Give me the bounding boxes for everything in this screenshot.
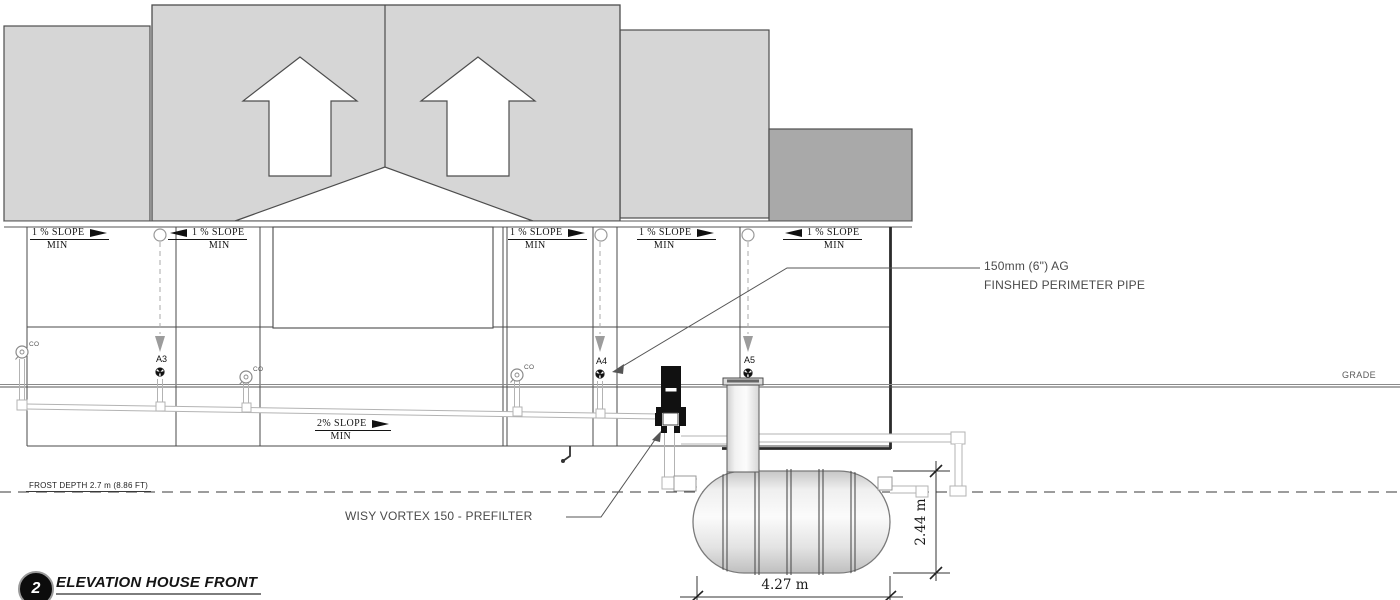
dimension-tank-height — [893, 461, 950, 581]
downspout-fitting-icon — [593, 367, 605, 379]
eave-fascia — [4, 221, 912, 227]
slope-min-text: MIN — [330, 431, 352, 442]
pipe-stub — [562, 446, 571, 462]
slope-label-main-pipe: 2% SLOPE MIN — [315, 418, 391, 442]
perimeter-pipe-note-line2: FINSHED PERIMETER PIPE — [984, 278, 1146, 292]
drawing-title: ELEVATION HOUSE FRONT — [56, 574, 262, 595]
roof — [3, 4, 913, 228]
tank-outlet-box — [877, 476, 893, 491]
grade-line — [0, 384, 1400, 388]
roof-panel-right-light — [619, 29, 770, 219]
cleanout-tag: CO — [253, 366, 264, 373]
downspout-tag-a4: A4 — [596, 356, 608, 366]
slope-label-3: 1 % SLOPE MIN — [508, 227, 587, 251]
downspout-a5 — [741, 228, 755, 378]
slope-min-text: MIN — [208, 240, 230, 251]
leader-arrow-icon — [612, 364, 624, 374]
arrow-right-icon — [371, 419, 389, 428]
window-opening — [272, 226, 494, 329]
detail-number-badge: 2 — [18, 571, 54, 600]
gutter-outlet-icon — [153, 228, 167, 242]
perimeter-pipe-note-line1: 150mm (6") AG — [984, 259, 1069, 273]
arrow-left-icon — [785, 228, 802, 237]
roof-panel-right-dark — [768, 128, 913, 222]
prefilter-unit — [655, 366, 686, 433]
gutter-outlet-icon — [741, 228, 755, 242]
gutter-outlet-icon — [594, 228, 608, 242]
roof-panel-left — [3, 25, 151, 222]
slope-label-5: 1 % SLOPE MIN — [783, 227, 862, 251]
leader-arrow-icon — [652, 431, 661, 442]
grade-label: GRADE — [1342, 370, 1377, 380]
downspout-a3 — [153, 228, 167, 377]
dimension-tank-length-text: 4.27 m — [761, 577, 809, 593]
downspout-tag-a3: A3 — [156, 354, 168, 364]
up-arrow-icon — [241, 56, 359, 177]
downspout-tag-a5: A5 — [744, 355, 756, 365]
dimension-tank-length — [680, 576, 903, 600]
arrow-right-icon — [696, 228, 714, 237]
dimension-tank-height-text: 2.44 m — [913, 498, 929, 546]
flow-arrow-icon — [155, 336, 165, 352]
cleanout-tag: CO — [29, 341, 40, 348]
cleanout-icon — [14, 345, 29, 361]
slope-text: 2% SLOPE — [317, 418, 367, 429]
slope-label-4: 1 % SLOPE MIN — [637, 227, 716, 251]
cleanout-tag: CO — [524, 364, 535, 371]
prefilter-note: WISY VORTEX 150 - PREFILTER — [345, 509, 533, 523]
storage-tank — [673, 377, 893, 575]
collection-pipe — [16, 359, 662, 420]
leader-perimeter-pipe — [612, 267, 980, 374]
flow-arrow-icon — [743, 336, 753, 352]
slope-min-text: MIN — [653, 240, 675, 251]
slope-text: 1 % SLOPE — [192, 227, 245, 238]
leader-prefilter — [566, 431, 661, 518]
flow-arrow-icon — [595, 336, 605, 352]
up-arrow-icon — [419, 56, 537, 177]
arrow-right-icon — [89, 228, 107, 237]
downspout-fitting-icon — [153, 365, 165, 377]
tank-riser — [726, 383, 760, 473]
arrow-left-icon — [170, 228, 187, 237]
slope-text: 1 % SLOPE — [807, 227, 860, 238]
tank-piping — [661, 431, 967, 498]
pipe-stub-end — [561, 459, 565, 463]
cleanout-icon — [238, 370, 253, 386]
slope-min-text: MIN — [46, 240, 68, 251]
tank-inlet-box — [673, 475, 697, 492]
arrow-right-icon — [567, 228, 585, 237]
slope-min-text: MIN — [823, 240, 845, 251]
slope-text: 1 % SLOPE — [639, 227, 692, 238]
slope-text: 1 % SLOPE — [510, 227, 563, 238]
downspout-a4 — [593, 228, 608, 379]
slope-label-1: 1 % SLOPE MIN — [30, 227, 109, 251]
downspout-fitting-icon — [741, 366, 753, 378]
slope-label-2: 1 % SLOPE MIN — [168, 227, 247, 251]
cleanout-icon — [509, 368, 524, 384]
slope-text: 1 % SLOPE — [32, 227, 85, 238]
tank-ribs — [722, 469, 856, 575]
frost-depth-label: FROST DEPTH 2.7 m (8.86 FT) — [26, 481, 152, 492]
slope-min-text: MIN — [524, 240, 546, 251]
